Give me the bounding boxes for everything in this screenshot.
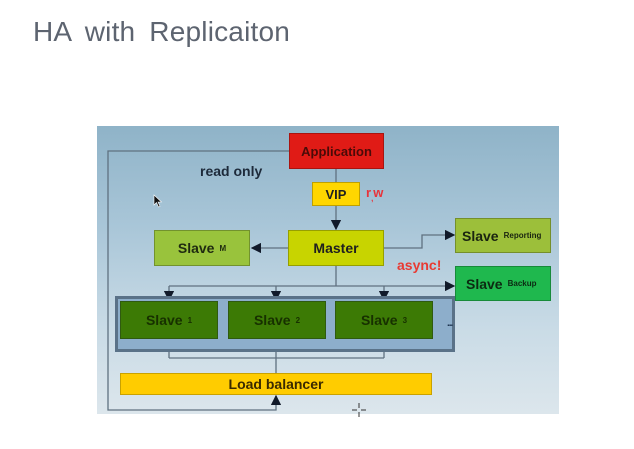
- slave-3-subscript: 3: [402, 315, 408, 325]
- slave-backup-subscript: Backup: [507, 279, 537, 288]
- mouse-pointer-icon: [153, 194, 163, 208]
- slave-reporting-node: Slave Reporting: [455, 218, 551, 253]
- slave-m-subscript: M: [219, 243, 227, 253]
- slave-3-node: Slave 3: [335, 301, 433, 339]
- rw-w: w: [373, 185, 384, 200]
- slave-2-subscript: 2: [295, 315, 301, 325]
- slave-m-label: Slave: [177, 240, 215, 256]
- read-only-path: [107, 150, 289, 411]
- slave-m-node: Slave M: [154, 230, 250, 266]
- slave-3-label: Slave: [360, 312, 398, 328]
- slide-title: HA with Replicaiton: [33, 16, 291, 47]
- master-to-reporting-edge: [384, 229, 456, 249]
- load-balancer-node: Load balancer: [120, 373, 432, 395]
- read-only-annotation: read only: [200, 163, 263, 179]
- slave-1-node: Slave 1: [120, 301, 218, 339]
- slave-2-label: Slave: [253, 312, 291, 328]
- master-label: Master: [313, 240, 359, 256]
- slave-2-node: Slave 2: [228, 301, 326, 339]
- rw-r: r: [366, 185, 372, 200]
- crosshair-cursor-icon: [352, 403, 366, 417]
- master-node: Master: [288, 230, 384, 266]
- async-annotation: async!: [397, 257, 442, 273]
- rw-comma: ,: [371, 194, 374, 203]
- vip-label: VIP: [325, 186, 347, 202]
- application-node: Application: [289, 133, 384, 169]
- slave-backup-node: Slave Backup: [455, 266, 551, 301]
- read-write-annotation: r,w: [366, 185, 383, 203]
- slave-backup-label: Slave: [466, 275, 503, 292]
- slave-1-label: Slave: [145, 312, 183, 328]
- ha-replication-diagram: Application VIP r,w read only Master Sla…: [97, 126, 559, 414]
- load-balancer-label: Load balancer: [228, 376, 324, 392]
- slave-1-subscript: 1: [187, 315, 193, 325]
- application-label: Application: [301, 143, 372, 159]
- slave-reporting-subscript: Reporting: [503, 231, 542, 240]
- vip-node: VIP: [312, 182, 360, 206]
- more-slaves-ellipsis: ...: [447, 318, 453, 329]
- slave-reporting-label: Slave: [462, 227, 499, 244]
